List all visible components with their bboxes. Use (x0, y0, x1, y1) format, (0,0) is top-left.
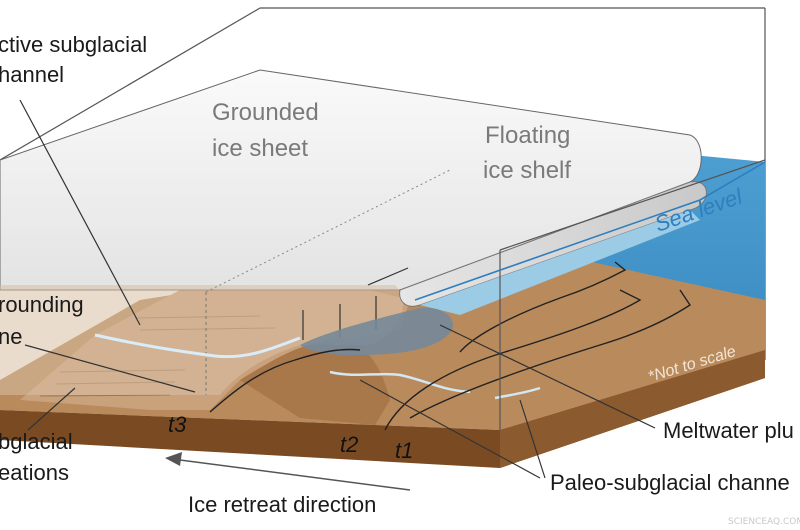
label-grounding-1: rounding (0, 292, 84, 317)
label-t3: t3 (168, 412, 187, 437)
leader-lines (19, 99, 656, 479)
label-paleo: Paleo-subglacial channe (550, 470, 790, 495)
label-t2: t2 (340, 432, 358, 457)
ice-retreat-arrow (165, 452, 411, 491)
label-floating-1: Floating (485, 122, 570, 149)
seabed-ridge-lines (209, 261, 691, 431)
meltwater-plume-shape (300, 307, 454, 356)
paleo-subglacial-channels (329, 370, 541, 400)
seabed-side-face (500, 350, 765, 468)
watermark: SCIENCEAQ.COM (728, 517, 800, 527)
ridge-t2 (240, 339, 390, 425)
label-retreat: Ice retreat direction (188, 492, 376, 517)
label-grounding-2: ne (0, 324, 22, 349)
block-front-edges (499, 159, 766, 430)
label-meltwater: Meltwater plu (663, 418, 794, 443)
label-floating-2: ice shelf (483, 157, 571, 184)
label-subglacial-1: bglacial (0, 429, 73, 454)
sub-shelf-water (420, 210, 700, 315)
label-t1: t1 (395, 438, 413, 463)
label-active-channel-2: hannel (0, 62, 64, 87)
label-grounded-1: Grounded (212, 99, 319, 126)
active-subglacial-channel (94, 333, 301, 359)
label-grounded-2: ice sheet (212, 135, 308, 162)
label-active-channel-1: ctive subglacial (0, 32, 147, 57)
ice-flowline (205, 169, 451, 293)
ice-cross-section (0, 285, 403, 395)
sea-level-line (414, 161, 766, 301)
label-subglacial-2: eations (0, 460, 69, 485)
floating-ice-shelf-edge (399, 181, 707, 307)
